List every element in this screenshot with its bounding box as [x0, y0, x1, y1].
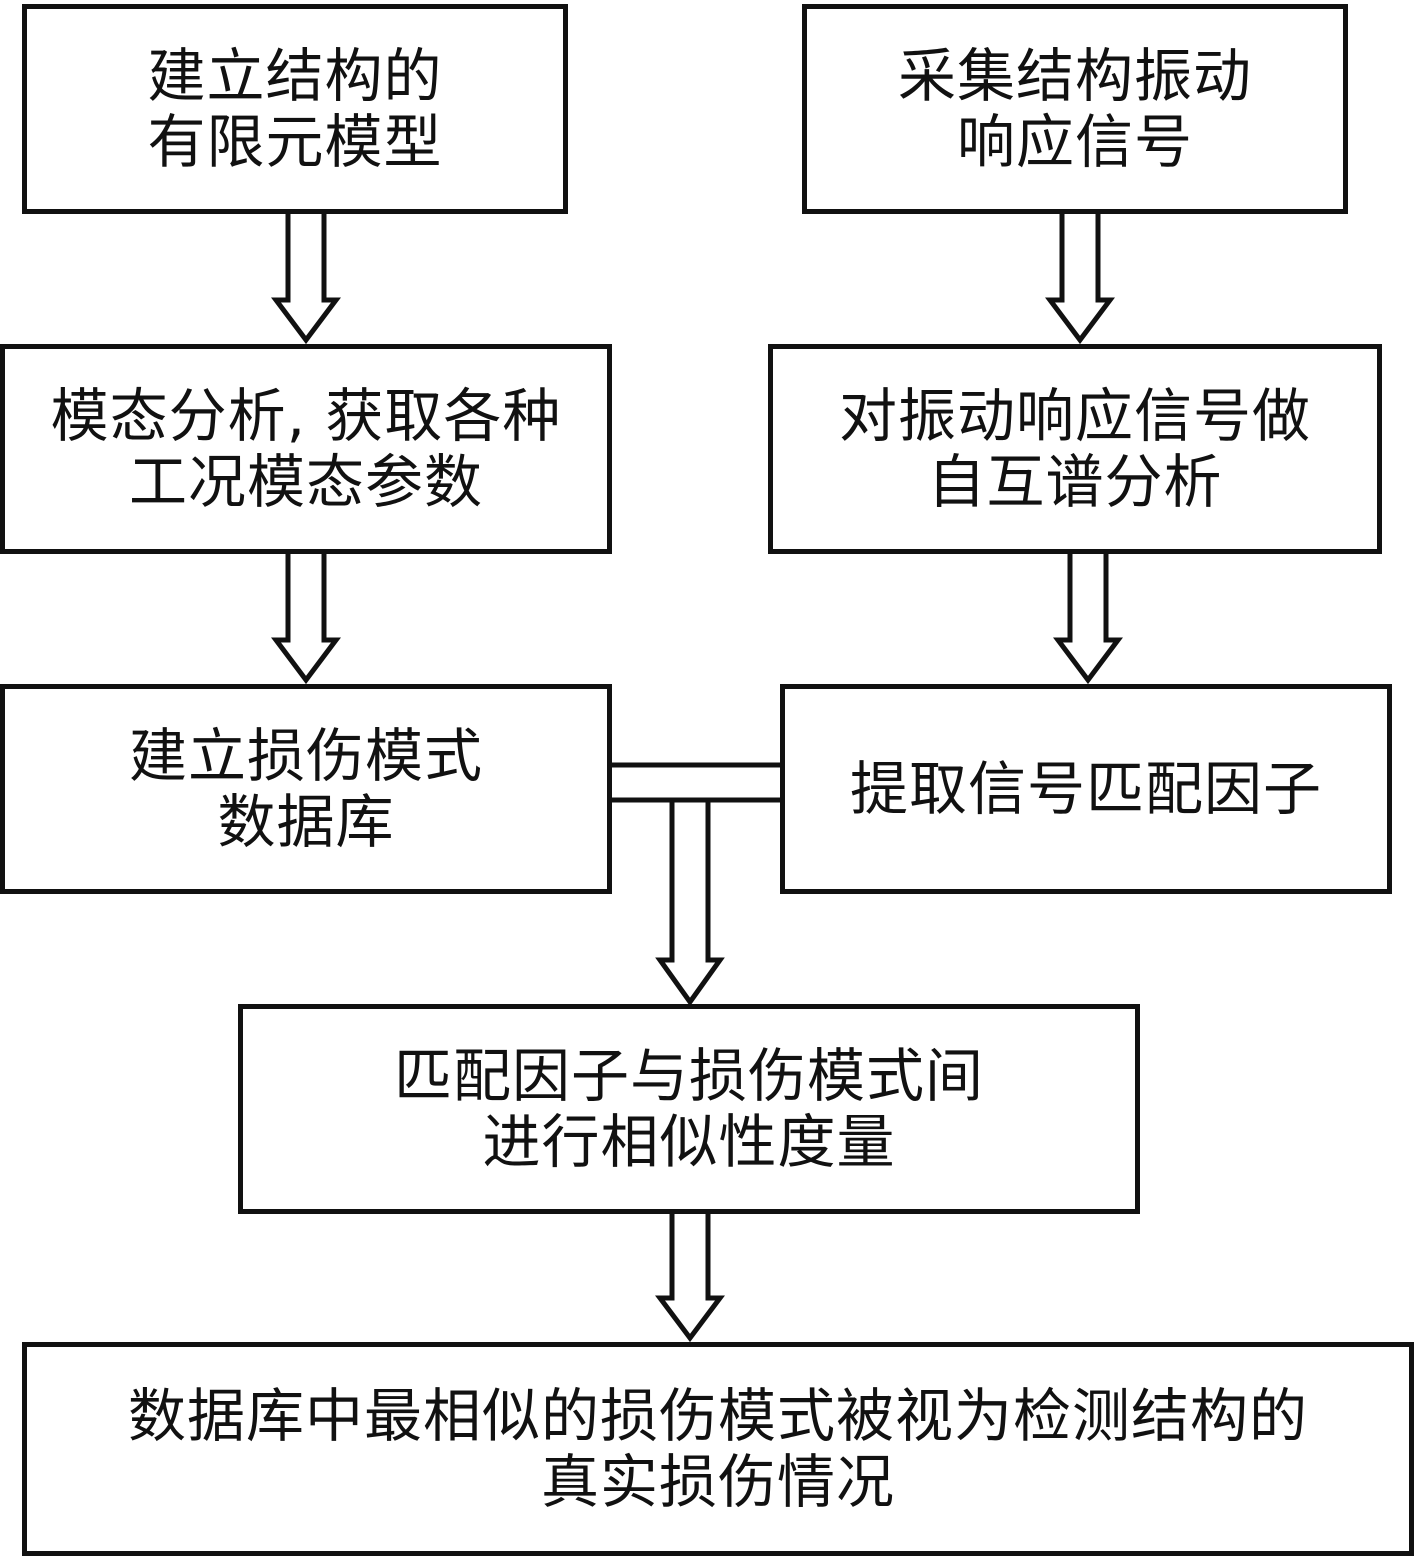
arrow-similarity-to-result: [655, 1212, 725, 1343]
box-matching-factor: 提取信号匹配因子: [780, 684, 1392, 894]
box-result-line-1: 数据库中最相似的损伤模式被视为检测结构的: [127, 1382, 1308, 1450]
arrow-collect-to-spectrum: [1045, 212, 1115, 345]
box-collect-signal: 采集结构振动 响应信号: [802, 4, 1348, 214]
box-collect-signal-line-1: 采集结构振动: [897, 42, 1252, 110]
box-similarity-measure-line-2: 进行相似性度量: [482, 1108, 896, 1176]
box-spectrum-analysis: 对振动响应信号做 自互谱分析: [768, 344, 1382, 554]
box-collect-signal-line-2: 响应信号: [956, 108, 1193, 176]
box-fem-model-line-1: 建立结构的: [147, 42, 443, 110]
box-damage-database-line-2: 数据库: [217, 788, 395, 856]
box-matching-factor-line-1: 提取信号匹配因子: [849, 755, 1322, 823]
box-similarity-measure-line-1: 匹配因子与损伤模式间: [393, 1042, 984, 1110]
box-result: 数据库中最相似的损伤模式被视为检测结构的 真实损伤情况: [22, 1342, 1414, 1556]
box-fem-model-line-2: 有限元模型: [147, 108, 443, 176]
box-similarity-measure: 匹配因子与损伤模式间 进行相似性度量: [238, 1004, 1140, 1214]
box-damage-database: 建立损伤模式 数据库: [0, 684, 612, 894]
box-damage-database-line-1: 建立损伤模式: [128, 722, 483, 790]
box-modal-analysis: 模态分析, 获取各种 工况模态参数: [0, 344, 612, 554]
arrow-fem-to-modal: [271, 212, 341, 345]
box-spectrum-analysis-line-1: 对振动响应信号做: [838, 382, 1311, 450]
box-fem-model: 建立结构的 有限元模型: [22, 4, 568, 214]
arrow-merge-to-similarity: [610, 762, 782, 1007]
box-result-line-2: 真实损伤情况: [540, 1448, 895, 1516]
arrow-modal-to-database: [271, 552, 341, 685]
box-spectrum-analysis-line-2: 自互谱分析: [927, 448, 1223, 516]
box-modal-analysis-line-2: 工况模态参数: [128, 448, 483, 516]
box-modal-analysis-line-1: 模态分析, 获取各种: [50, 382, 562, 450]
arrow-spectrum-to-factor: [1053, 552, 1123, 685]
